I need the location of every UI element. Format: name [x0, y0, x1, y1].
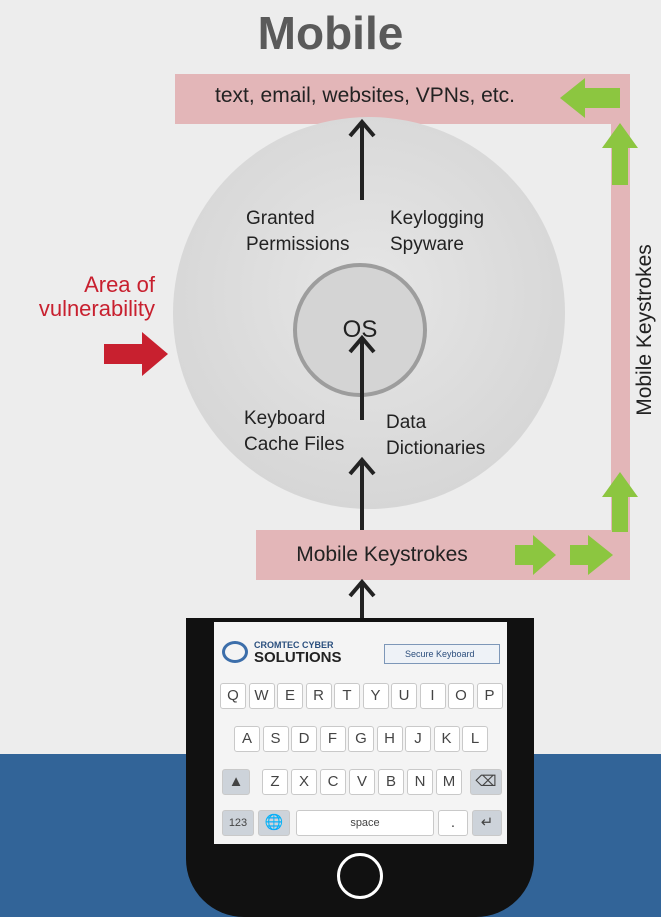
up-arrow-to-top-box — [348, 118, 376, 200]
key-q[interactable]: Q — [220, 683, 246, 709]
key-n[interactable]: N — [407, 769, 433, 795]
green-arrow-right-1 — [515, 535, 556, 575]
key-c[interactable]: C — [320, 769, 346, 795]
space-key[interactable]: space — [296, 810, 434, 836]
return-key[interactable]: ↵ — [472, 810, 502, 836]
side-keystroke-bar-wide — [611, 124, 630, 580]
secure-keyboard-button[interactable]: Secure Keyboard — [384, 644, 500, 664]
top-output-box — [175, 74, 630, 124]
key-u[interactable]: U — [391, 683, 417, 709]
granted-permissions-label-1: Granted — [246, 208, 315, 229]
keylogging-spyware-label-2: Spyware — [390, 234, 464, 255]
key-w[interactable]: W — [248, 683, 275, 709]
key-k[interactable]: K — [433, 726, 460, 752]
green-arrow-left-top — [560, 78, 620, 118]
backspace-key[interactable]: ⌫ — [470, 769, 502, 795]
keyboard-cache-label-1: Keyboard — [244, 408, 326, 429]
key-l[interactable]: L — [462, 726, 488, 752]
vulnerability-label-2: vulnerability — [38, 296, 155, 321]
keylogging-spyware-label-1: Keylogging — [390, 208, 485, 229]
green-arrow-right-2 — [570, 535, 613, 575]
up-arrow-to-os — [348, 334, 376, 420]
key-s[interactable]: S — [262, 726, 289, 752]
logo-brand-line2: SOLUTIONS — [254, 649, 342, 666]
green-arrow-up-lower — [602, 472, 638, 532]
red-vulnerability-arrow — [104, 332, 168, 376]
key-i[interactable]: I — [419, 683, 446, 709]
key-f[interactable]: F — [319, 726, 346, 752]
up-arrow-from-bottom-box — [348, 456, 376, 530]
key-p[interactable]: P — [476, 683, 503, 709]
key-h[interactable]: H — [376, 726, 403, 752]
period-key[interactable]: . — [438, 810, 468, 836]
key-d[interactable]: D — [291, 726, 317, 752]
key-x[interactable]: X — [291, 769, 317, 795]
top-output-label: text, email, websites, VPNs, etc. — [215, 84, 515, 107]
key-r[interactable]: R — [305, 683, 332, 709]
data-dictionaries-label-2: Dictionaries — [386, 438, 486, 459]
page-title: Mobile — [257, 7, 404, 59]
data-dictionaries-label-1: Data — [386, 412, 427, 433]
bottom-keystroke-box — [256, 530, 630, 580]
logo-brand-line1: CROMTEC CYBER — [254, 640, 334, 650]
key-j[interactable]: J — [405, 726, 431, 752]
home-button[interactable] — [337, 853, 383, 899]
vulnerability-label-1: Area of — [84, 272, 155, 297]
key-y[interactable]: Y — [362, 683, 389, 709]
granted-permissions-label-2: Permissions — [246, 234, 350, 255]
key-o[interactable]: O — [448, 683, 474, 709]
green-arrow-up-upper — [602, 123, 638, 185]
shift-key[interactable]: ▲ — [222, 769, 250, 795]
keyboard-cache-label-2: Cache Files — [244, 434, 345, 455]
key-t[interactable]: T — [334, 683, 360, 709]
key-v[interactable]: V — [349, 769, 375, 795]
up-arrow-from-phone — [348, 578, 376, 620]
key-g[interactable]: G — [348, 726, 374, 752]
key-m[interactable]: M — [436, 769, 462, 795]
key-e[interactable]: E — [277, 683, 303, 709]
cromtec-logo-icon — [222, 641, 248, 663]
key-b[interactable]: B — [378, 769, 404, 795]
numbers-key[interactable]: 123 — [222, 810, 254, 836]
key-z[interactable]: Z — [262, 769, 288, 795]
key-a[interactable]: A — [234, 726, 260, 752]
bottom-keystroke-label: Mobile Keystrokes — [296, 543, 468, 566]
globe-icon[interactable]: 🌐 — [258, 810, 290, 836]
